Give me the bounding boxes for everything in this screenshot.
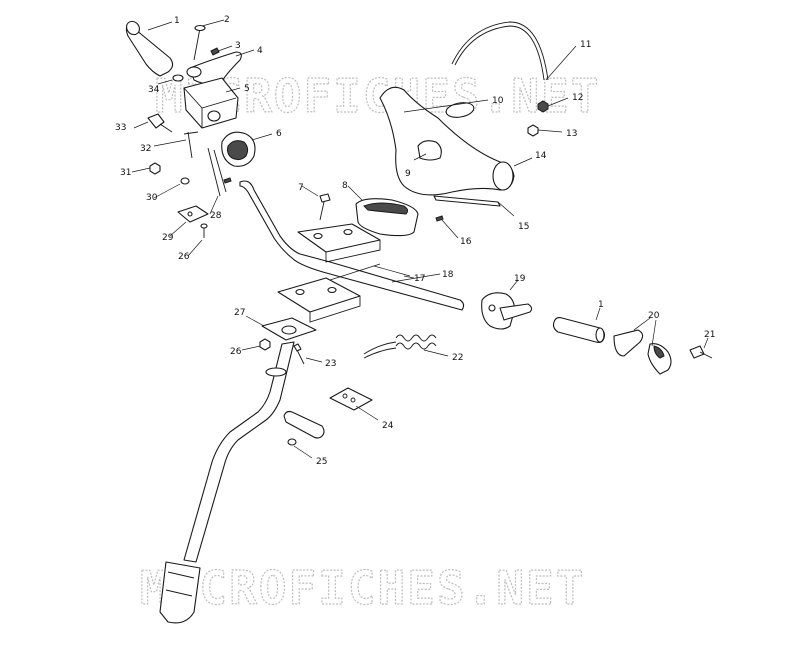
callout-5: 5 <box>244 84 250 94</box>
part-plate-27 <box>261 317 317 341</box>
callout-13: 13 <box>566 129 577 139</box>
callout-3: 3 <box>235 41 241 51</box>
part-handlebar <box>239 180 465 311</box>
part-cable-22 <box>363 334 437 359</box>
part-clip-9 <box>417 140 442 161</box>
callout-29: 29 <box>162 233 174 243</box>
part-nut-26-lower <box>259 338 271 351</box>
part-insert-10 <box>445 102 475 118</box>
callout-26-lower: 26 <box>230 347 242 357</box>
part-small-screw <box>210 47 220 56</box>
part-grip-left <box>125 20 174 77</box>
part-plate-29 <box>177 205 209 223</box>
part-screw-26-top <box>200 223 208 238</box>
part-pin-23 <box>293 343 305 365</box>
callout-4: 4 <box>257 46 263 56</box>
part-nut-31 <box>149 162 161 175</box>
part-nut-12 <box>537 100 549 113</box>
part-brake-housing-19 <box>481 292 533 330</box>
part-throttle-lever-20 <box>613 329 672 375</box>
watermark-bottom: MICROFICHES.NET <box>140 561 585 615</box>
callout-15: 15 <box>518 222 529 232</box>
part-tube-25 <box>283 410 325 446</box>
part-screws-28 <box>207 147 232 197</box>
callout-25: 25 <box>316 457 327 467</box>
part-screw-16 <box>435 215 444 222</box>
callout-18: 18 <box>442 270 454 280</box>
callout-14: 14 <box>535 151 547 161</box>
callout-2: 2 <box>224 15 230 25</box>
part-switch-6 <box>221 131 256 167</box>
callout-8: 8 <box>342 181 348 191</box>
part-washer-30 <box>180 177 190 185</box>
callout-34: 34 <box>148 85 160 95</box>
callout-7: 7 <box>298 183 304 193</box>
callout-20: 20 <box>648 311 660 321</box>
callout-23: 23 <box>325 359 336 369</box>
part-riser-block <box>277 277 361 323</box>
part-cable-32 <box>183 131 199 159</box>
callout-22: 22 <box>452 353 463 363</box>
callout-24: 24 <box>382 421 394 431</box>
leader-lines <box>131 19 709 459</box>
part-bolt-21 <box>689 345 713 359</box>
part-connector-24 <box>329 387 373 411</box>
callout-32: 32 <box>140 144 151 154</box>
part-nut-34 <box>172 74 184 82</box>
part-grip-right <box>552 316 606 344</box>
callout-21: 21 <box>704 330 715 340</box>
callout-31: 31 <box>120 168 131 178</box>
part-upper-clamp-block <box>297 223 381 263</box>
part-bolt-7 <box>319 193 331 221</box>
callout-17: 17 <box>414 274 425 284</box>
part-steering-column <box>159 341 295 624</box>
callout-26-top: 26 <box>178 252 190 262</box>
part-pin <box>193 24 206 61</box>
callout-6: 6 <box>276 129 282 139</box>
callout-1-right: 1 <box>598 300 604 310</box>
callout-30: 30 <box>146 193 158 203</box>
part-pad-14 <box>379 86 515 196</box>
part-strip-15 <box>433 195 501 207</box>
callout-27: 27 <box>234 308 245 318</box>
callout-11: 11 <box>580 40 591 50</box>
callout-33: 33 <box>115 123 126 133</box>
callout-9: 9 <box>405 169 411 179</box>
callout-1-left: 1 <box>174 16 180 26</box>
part-throttle-housing <box>183 77 239 129</box>
callout-19: 19 <box>514 274 526 284</box>
callout-16: 16 <box>460 237 472 247</box>
callouts: 1 2 3 4 34 5 33 6 32 31 30 28 29 26 7 8 … <box>115 15 715 467</box>
part-nut-13 <box>527 124 539 137</box>
callout-10: 10 <box>492 96 504 106</box>
part-clamp-8 <box>355 198 419 237</box>
part-bolt-33 <box>147 113 173 133</box>
callout-28: 28 <box>210 211 222 221</box>
part-wire-11 <box>451 21 549 81</box>
callout-12: 12 <box>572 93 583 103</box>
